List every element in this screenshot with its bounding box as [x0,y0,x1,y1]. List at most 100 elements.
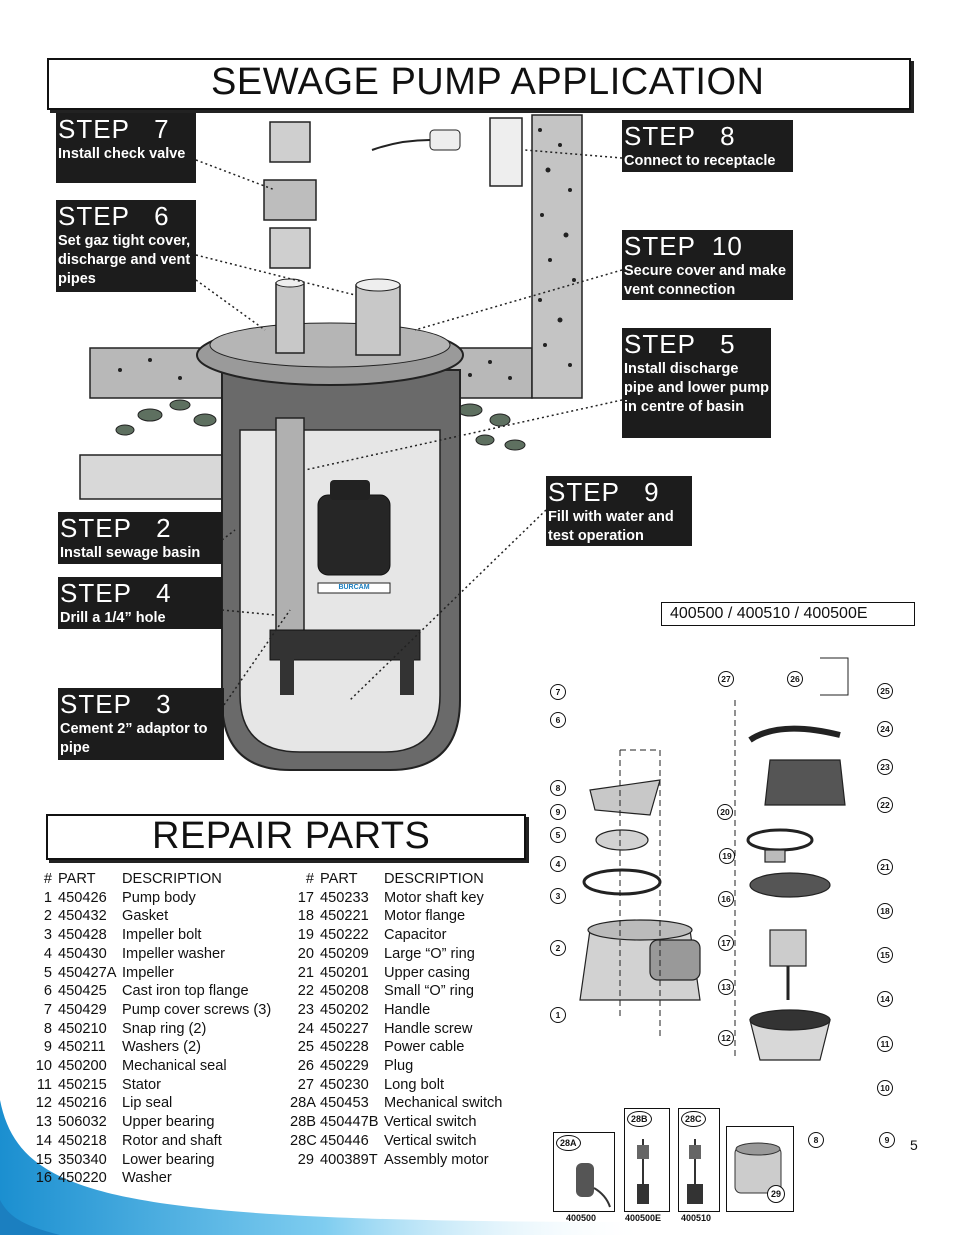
step-9-label: STEP 9 [548,477,660,507]
table-row: 2 450432 Gasket [30,907,271,926]
part-number-index: 8 [43,1020,52,1037]
part-number: 450200 [58,1058,107,1075]
part-callout: 8 [550,780,566,796]
thumbnail-29: 29 [726,1126,794,1212]
parts-table-header: # PART DESCRIPTION [30,870,271,889]
part-number-index: 1 [43,889,52,906]
part-callout: 19 [719,848,735,864]
part-number: 450233 [320,889,369,906]
part-description: Upper casing [384,964,470,981]
part-number: 450228 [320,1039,369,1056]
part-number-index: 10 [35,1058,52,1075]
step-3-description: Cement 2” adaptor to pipe [60,721,208,756]
part-number: 450218 [58,1132,107,1149]
part-number-index: 16 [35,1170,52,1187]
step-8-box: STEP 8 Connect to receptacle [622,120,793,172]
col-num-header: # [305,871,314,887]
part-description: Mechanical seal [122,1058,227,1075]
part-number-index: 28A [290,1095,316,1112]
repair-parts-title-text: REPAIR PARTS [152,815,431,857]
assembly-motor-icon [734,1142,782,1194]
part-number: 350340 [58,1151,107,1168]
part-number: 450426 [58,889,107,906]
part-callout: 7 [550,684,566,700]
part-number: 450215 [58,1076,107,1093]
part-number: 450222 [320,927,369,944]
col-part-header: PART [58,871,96,887]
part-number-index: 6 [43,983,52,1000]
step-9-box: STEP 9 Fill with water and test operatio… [546,476,692,546]
part-number: 450425 [58,983,107,1000]
part-callout: 15 [877,947,893,963]
part-description: Pump body [122,889,196,906]
part-description: Motor flange [384,908,466,925]
part-description: Assembly motor [384,1151,489,1168]
model-numbers: 400500 / 400510 / 400500E [661,602,915,626]
part-description: Washer [122,1170,172,1187]
part-number-index: 3 [43,927,52,944]
part-number: 450211 [58,1039,106,1056]
step-10-description: Secure cover and make vent connection [624,263,787,298]
part-number-index: 21 [297,964,314,981]
part-callout: 14 [877,991,893,1007]
step-6-box: STEP 6 Set gaz tight cover, discharge an… [56,200,196,292]
table-row: 10 450200 Mechanical seal [30,1057,271,1076]
step-2-label: STEP 2 [60,513,172,543]
col-desc-header: DESCRIPTION [384,871,484,887]
part-number-index: 14 [35,1132,52,1149]
vertical-switch-icon [687,1139,703,1204]
step-5-label: STEP 5 [624,329,736,359]
part-callout: 6 [550,712,566,728]
part-callout: 12 [718,1030,734,1046]
step-10-label: STEP 10 [624,231,743,261]
part-description: Snap ring (2) [122,1020,207,1037]
part-description: Long bolt [384,1076,445,1093]
part-description: Lower bearing [122,1151,215,1168]
part-description: Cast iron top flange [122,983,249,1000]
parts-table-header: # PART DESCRIPTION [290,870,502,889]
part-number-index: 27 [297,1076,314,1093]
part-callout: 4 [550,856,566,872]
part-description: Vertical switch [384,1114,477,1131]
part-callout: 11 [877,1036,893,1052]
page-number: 5 [910,1137,918,1153]
part-number-index: 17 [297,889,314,906]
part-number: 450446 [320,1132,369,1149]
part-callout: 20 [717,804,733,820]
vertical-switch-icon [637,1139,649,1204]
part-number-index: 2 [43,908,52,925]
part-callout: 10 [877,1080,893,1096]
thumbnail-28b: 28B [624,1108,670,1212]
parts-table-left: # PART DESCRIPTION 1 450426 Pump body 2 4504… [30,870,271,1188]
part-number-index: 22 [297,983,314,1000]
part-number: 450230 [320,1076,369,1093]
part-number-index: 28C [290,1132,317,1149]
step-3-label: STEP 3 [60,689,172,719]
part-number: 450432 [58,908,107,925]
part-number: 450209 [320,945,369,962]
part-description: Gasket [122,908,169,925]
part-number-index: 11 [36,1076,52,1093]
part-description: Lip seal [122,1095,173,1112]
step-6-label: STEP 6 [58,201,170,231]
part-callout: 16 [718,891,734,907]
step-7-label: STEP 7 [58,114,170,144]
sewage-basin-illustration [79,114,623,771]
part-number-index: 15 [35,1151,52,1168]
part-number-index: 9 [43,1039,52,1056]
part-number-index: 4 [43,945,52,962]
exploded-parts-diagram [579,657,849,1061]
